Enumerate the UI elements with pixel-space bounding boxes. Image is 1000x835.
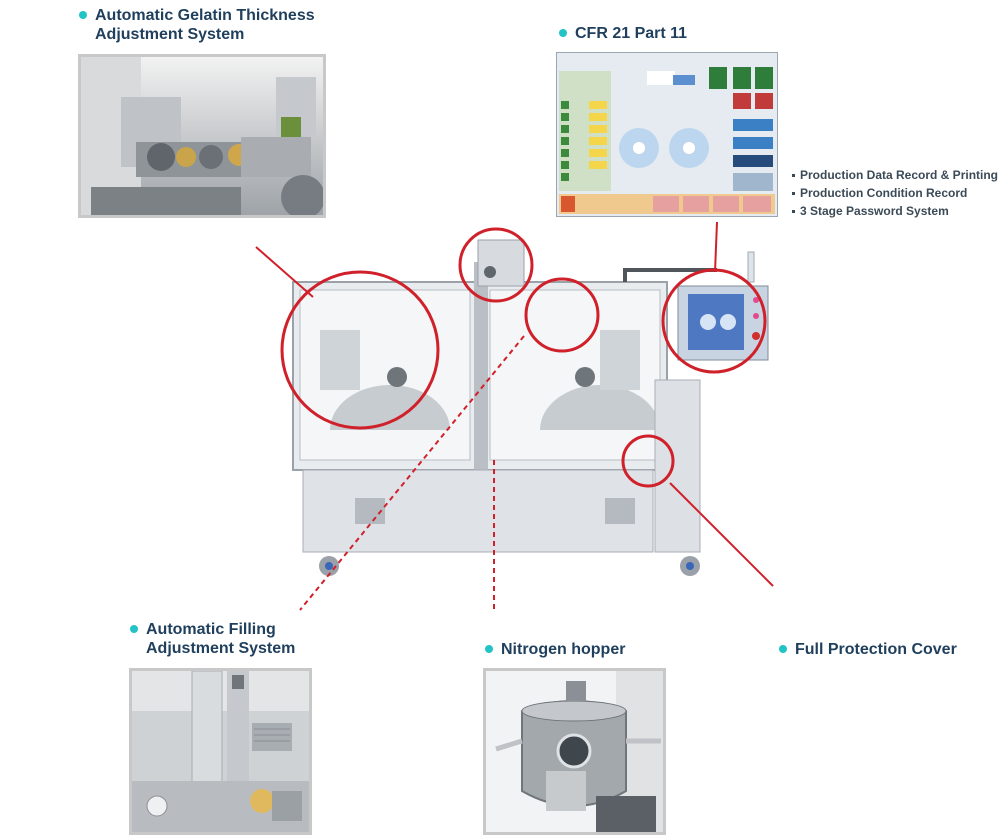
gelatin-roller-photo <box>78 54 326 218</box>
feature-gelatin-line1: Automatic Gelatin Thickness <box>95 7 315 24</box>
feature-cfr-label: CFR 21 Part 11 <box>559 24 688 43</box>
encapsulation-machine-photo <box>292 239 769 576</box>
callout-circles <box>280 227 767 488</box>
feature-gelatin-label: Automatic Gelatin Thickness Adjustment S… <box>79 6 315 44</box>
feature-cover-line1: Full Protection Cover <box>795 641 957 658</box>
hmi-screen-image <box>557 53 777 216</box>
cfr-feature-item: Production Data Record & Printing <box>792 166 998 184</box>
nitrogen-hopper-photo <box>483 668 666 835</box>
gelatin-roller-image <box>81 57 323 215</box>
feature-filling-line1: Automatic Filling <box>146 621 276 638</box>
callout-lines <box>255 221 774 611</box>
filling-system-image <box>132 671 309 832</box>
bullet-dot-icon <box>779 645 787 653</box>
cfr-feature-list: Production Data Record & Printing Produc… <box>792 166 998 220</box>
feature-nitrogen-line1: Nitrogen hopper <box>501 641 626 658</box>
hmi-touchscreen-photo <box>556 52 778 217</box>
feature-filling-line2: Adjustment System <box>146 640 296 657</box>
bullet-dot-icon <box>485 645 493 653</box>
feature-filling-label: Automatic Filling Adjustment System <box>130 620 296 658</box>
cfr-feature-item: Production Condition Record <box>792 184 998 202</box>
feature-cfr-line1: CFR 21 Part 11 <box>575 25 688 42</box>
filling-system-photo <box>129 668 312 835</box>
feature-gelatin-line2: Adjustment System <box>95 26 245 43</box>
bullet-dot-icon <box>79 11 87 19</box>
cfr-feature-item: 3 Stage Password System <box>792 202 998 220</box>
nitrogen-hopper-image <box>486 671 663 832</box>
bullet-dot-icon <box>130 625 138 633</box>
feature-cover-label: Full Protection Cover <box>779 640 957 659</box>
bullet-dot-icon <box>559 29 567 37</box>
feature-nitrogen-label: Nitrogen hopper <box>485 640 626 659</box>
